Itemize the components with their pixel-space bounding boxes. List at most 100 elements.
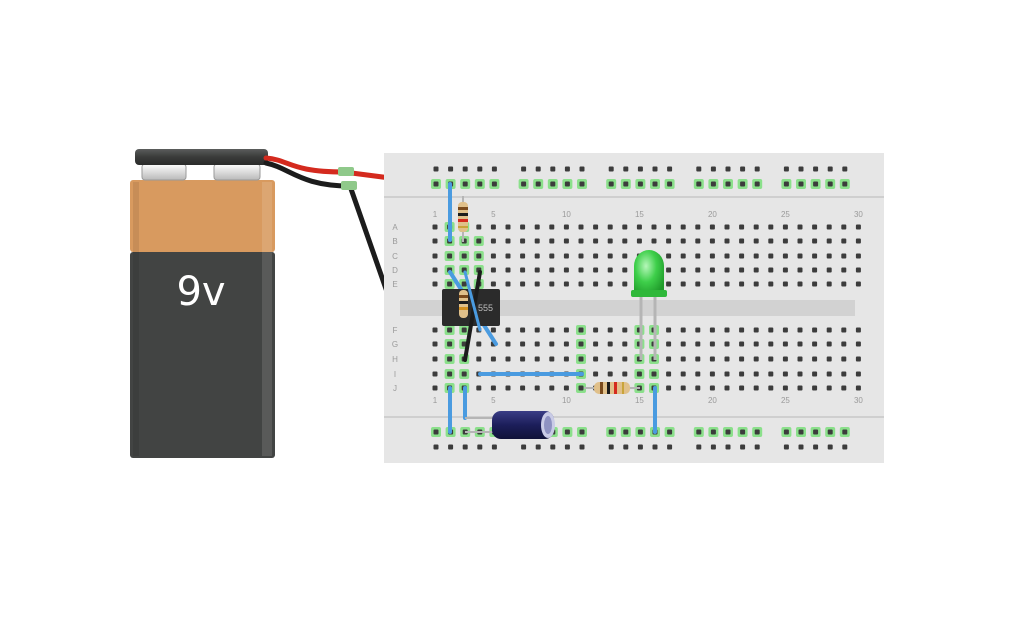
rail-hole	[725, 166, 731, 172]
grid-hole	[855, 385, 861, 391]
rail-hole	[710, 429, 716, 435]
grid-hole	[826, 327, 832, 333]
rail-hole	[696, 429, 702, 435]
grid-hole	[695, 281, 701, 287]
grid-hole	[636, 224, 642, 230]
rail-hole	[798, 181, 804, 187]
column-number: 30	[854, 210, 863, 219]
rail-hole	[433, 444, 439, 450]
grid-hole	[753, 281, 759, 287]
grid-hole	[855, 327, 861, 333]
grid-hole	[447, 281, 453, 287]
rail-hole	[652, 181, 658, 187]
grid-hole	[768, 253, 774, 259]
rail-hole	[623, 181, 629, 187]
row-letter: A	[392, 223, 398, 232]
grid-hole	[622, 238, 628, 244]
grid-hole	[607, 327, 613, 333]
grid-hole	[695, 371, 701, 377]
grid-hole	[680, 238, 686, 244]
grid-hole	[782, 356, 788, 362]
grid-hole	[724, 267, 730, 273]
grid-hole	[593, 371, 599, 377]
grid-hole	[505, 385, 511, 391]
grid-hole	[841, 238, 847, 244]
grid-hole	[826, 341, 832, 347]
grid-hole	[768, 371, 774, 377]
rail-hole	[579, 444, 585, 450]
grid-hole	[666, 281, 672, 287]
rail-hole	[667, 429, 673, 435]
rail-hole	[740, 429, 746, 435]
grid-hole	[578, 356, 584, 362]
rail-hole	[696, 444, 702, 450]
battery-label: 9v	[176, 269, 225, 315]
grid-hole	[607, 356, 613, 362]
rail-hole	[710, 166, 716, 172]
grid-hole	[607, 224, 613, 230]
row-letter: B	[392, 237, 397, 246]
rail-hole	[710, 444, 716, 450]
rail-hole	[725, 429, 731, 435]
rail-hole	[783, 181, 789, 187]
grid-hole	[797, 327, 803, 333]
grid-hole	[432, 341, 438, 347]
rail-hole	[477, 166, 483, 172]
grid-hole	[724, 327, 730, 333]
grid-hole	[841, 253, 847, 259]
rail-hole	[754, 181, 760, 187]
grid-hole	[739, 341, 745, 347]
rail-hole	[652, 444, 658, 450]
ic-chip-body	[442, 289, 500, 326]
grid-hole	[855, 224, 861, 230]
rail-hole	[535, 181, 541, 187]
grid-hole	[753, 341, 759, 347]
grid-hole	[593, 327, 599, 333]
grid-hole	[490, 281, 496, 287]
rail-hole	[842, 181, 848, 187]
rail-hole	[491, 166, 497, 172]
row-letter: H	[392, 355, 398, 364]
grid-hole	[724, 356, 730, 362]
grid-hole	[753, 224, 759, 230]
ic-chip-555: 555	[442, 289, 500, 326]
grid-hole	[461, 281, 467, 287]
grid-hole	[651, 224, 657, 230]
grid-hole	[666, 253, 672, 259]
column-number: 10	[562, 396, 571, 405]
grid-hole	[490, 224, 496, 230]
grid-hole	[432, 385, 438, 391]
grid-hole	[520, 281, 526, 287]
grid-hole	[797, 385, 803, 391]
grid-hole	[505, 281, 511, 287]
grid-hole	[855, 267, 861, 273]
grid-hole	[782, 267, 788, 273]
grid-hole	[636, 238, 642, 244]
grid-hole	[549, 267, 555, 273]
grid-hole	[812, 253, 818, 259]
grid-hole	[768, 341, 774, 347]
grid-hole	[826, 224, 832, 230]
grid-hole	[476, 253, 482, 259]
grid-hole	[782, 253, 788, 259]
grid-hole	[695, 238, 701, 244]
grid-hole	[855, 281, 861, 287]
grid-hole	[549, 356, 555, 362]
grid-hole	[505, 224, 511, 230]
rail-hole	[754, 444, 760, 450]
rail-hole	[448, 444, 454, 450]
rail-hole	[827, 181, 833, 187]
rail-hole	[521, 181, 527, 187]
grid-hole	[841, 385, 847, 391]
grid-hole	[680, 253, 686, 259]
rail-hole	[827, 444, 833, 450]
grid-hole	[797, 341, 803, 347]
grid-hole	[505, 356, 511, 362]
grid-hole	[593, 341, 599, 347]
row-letter: G	[392, 340, 398, 349]
grid-hole	[666, 327, 672, 333]
grid-hole	[826, 281, 832, 287]
grid-hole	[680, 385, 686, 391]
